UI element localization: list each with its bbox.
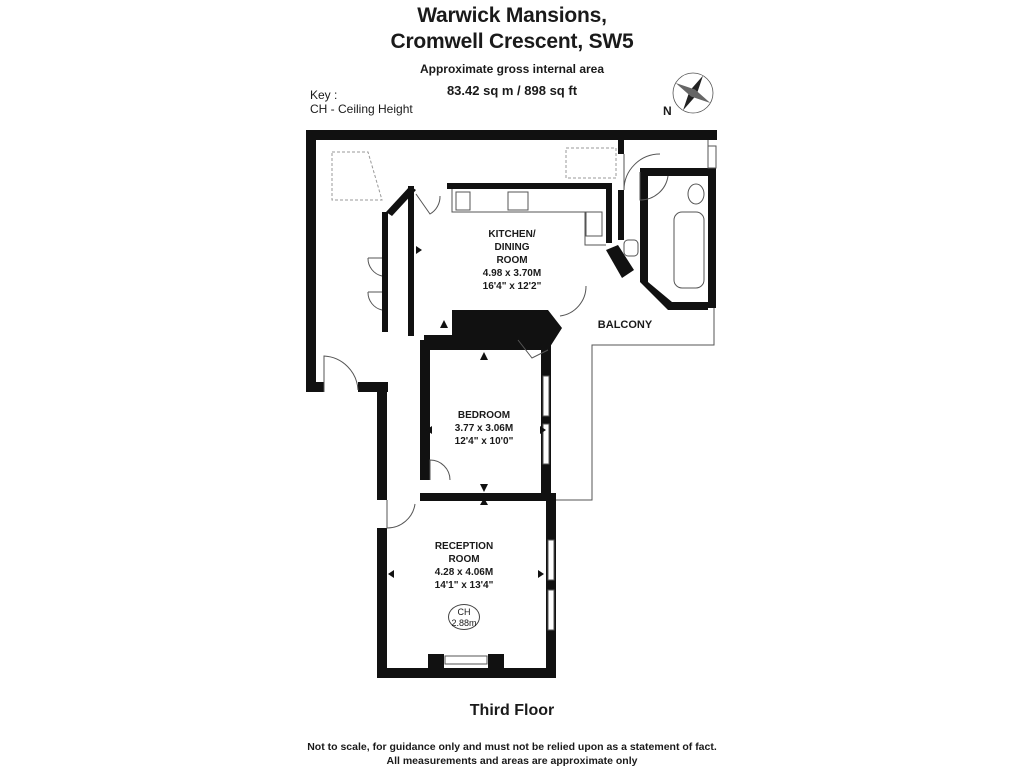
reception-imperial: 14'1" x 13'4": [434, 580, 494, 591]
ceiling-height-label: CH: [457, 607, 471, 617]
bedroom-name: BEDROOM: [457, 410, 511, 421]
kitchen-imperial: 16'4" x 12'2": [482, 281, 542, 292]
disclaimer-line1: Not to scale, for guidance only and must…: [307, 741, 717, 753]
key-item-ceiling-height: CH - Ceiling Height: [310, 102, 413, 116]
room-label-balcony: BALCONY: [598, 319, 652, 332]
balcony-name: BALCONY: [597, 319, 653, 331]
door-swings: [323, 153, 669, 529]
key-heading: Key :: [310, 88, 338, 102]
dimension-markers: [388, 246, 546, 578]
kitchen-metric: 4.98 x 3.70M: [482, 268, 542, 279]
ceiling-height-value: 2.88m: [451, 618, 477, 628]
reception-name-line2: ROOM: [448, 554, 480, 565]
kitchen-fittings: [451, 189, 606, 246]
windows: [444, 145, 717, 665]
skylight-outlines: [331, 147, 617, 201]
hob-icon: [507, 191, 529, 211]
room-label-bedroom: BEDROOM 3.77 x 3.06M 12'4" x 10'0": [455, 409, 514, 448]
room-label-reception: RECEPTION ROOM 4.28 x 4.06M 14'1" x 13'4…: [435, 540, 494, 592]
washbasin-icon: [687, 183, 705, 205]
kitchen-name-line3: ROOM: [496, 255, 528, 266]
floor-label: Third Floor: [469, 702, 555, 719]
bedroom-imperial: 12'4" x 10'0": [454, 436, 514, 447]
north-label: N: [663, 104, 672, 118]
bathtub-icon: [673, 211, 705, 289]
disclaimer-line2: All measurements and areas are approxima…: [386, 755, 638, 767]
walls: [306, 130, 717, 678]
reception-name-line1: RECEPTION: [434, 541, 494, 552]
reception-metric: 4.28 x 4.06M: [434, 567, 494, 578]
ceiling-height-badge: CH 2.88m: [448, 604, 480, 630]
area-label: Approximate gross internal area: [419, 62, 605, 76]
bathroom-fittings: [623, 183, 705, 289]
kitchen-name-line1: KITCHEN/: [488, 229, 536, 240]
room-label-kitchen: KITCHEN/ DINING ROOM 4.98 x 3.70M 16'4" …: [483, 228, 542, 293]
area-value: 83.42 sq m / 898 sq ft: [446, 83, 578, 98]
kitchen-name-line2: DINING: [494, 242, 530, 253]
compass-rose-icon: [672, 72, 714, 114]
toilet-icon: [623, 239, 639, 257]
bedroom-metric: 3.77 x 3.06M: [454, 423, 514, 434]
property-title-line2: Cromwell Crescent, SW5: [390, 30, 634, 53]
sink-icon: [585, 211, 603, 237]
property-title-line1: Warwick Mansions,: [417, 4, 607, 27]
